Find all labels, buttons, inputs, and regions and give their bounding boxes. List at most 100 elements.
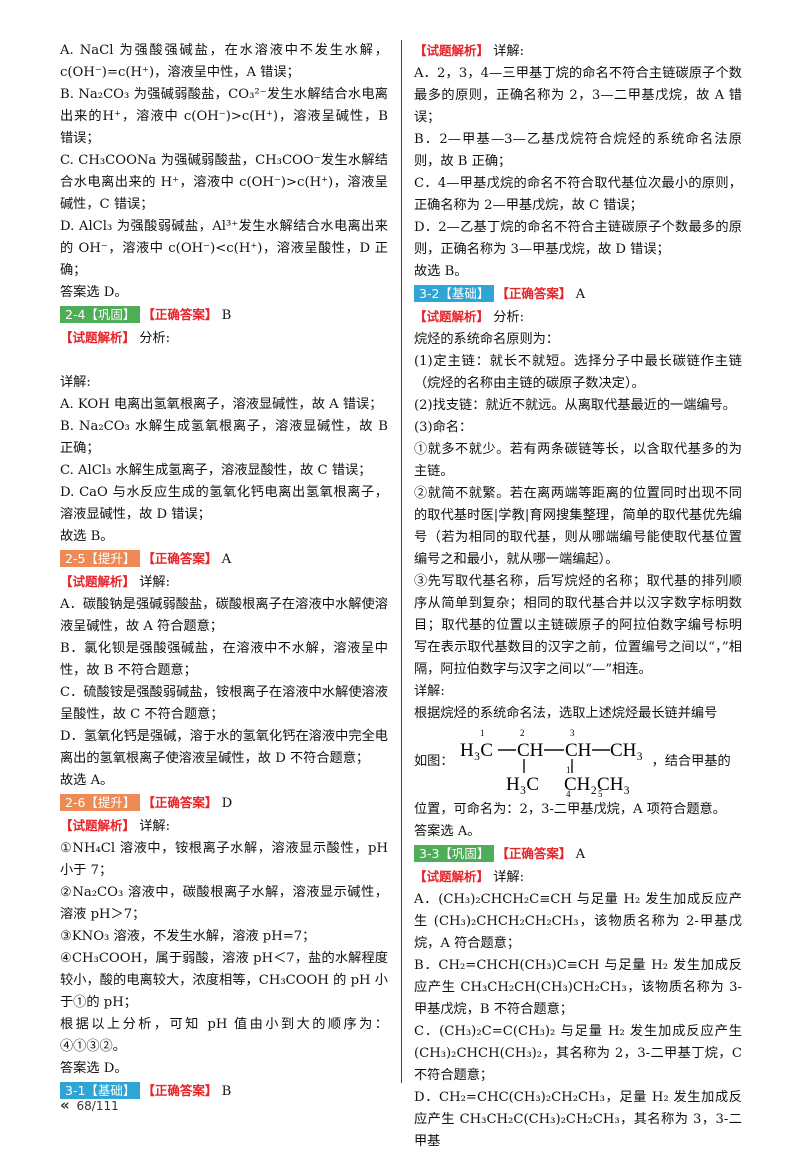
figure-suffix: ，结合甲基的 bbox=[651, 754, 731, 769]
difficulty-tag: 2-4【巩固】 bbox=[60, 306, 141, 323]
carbon-number: 5 bbox=[598, 789, 603, 799]
paragraph: 根据以上分析，可知 pH 值由小到大的顺序为：④①③②。 bbox=[60, 1017, 388, 1054]
formula-group-h3c: H₃C bbox=[506, 774, 539, 795]
analysis-line: 【试题解析】 详解: bbox=[414, 866, 742, 889]
formula-group-ch: CH bbox=[517, 740, 544, 761]
right-column: 【试题解析】 详解: A．2，3，4—三甲基丁烷的命名不符合主链碳原子个数最多的… bbox=[414, 40, 742, 1153]
answer-label: 【正确答案】 bbox=[496, 846, 572, 861]
analysis-line: 【试题解析】 详解: bbox=[414, 40, 742, 63]
analysis-label: 【试题解析】 bbox=[414, 309, 490, 324]
question-header-2-5: 2-5【提升】【正确答案】 A bbox=[60, 548, 388, 571]
formula-group-ch3: CH₃ bbox=[610, 740, 643, 761]
answer-label: 【正确答案】 bbox=[142, 307, 218, 322]
paragraph: 根据烷烃的系统命名法，选取上述烷烃最长链并编号 bbox=[414, 706, 718, 721]
answer-value: A bbox=[575, 847, 586, 862]
difficulty-tag: 2-5【提升】 bbox=[60, 550, 141, 567]
paragraph: (1)定主链：就长不就短。选择分子中最长碳链作主链（烷烃的名称由主链的碳原子数决… bbox=[414, 354, 742, 391]
paragraph: ④CH₃COOH，属于弱酸，溶液 pH＜7，盐的水解程度较小，酸的电离较大，浓度… bbox=[60, 951, 388, 1010]
page-footer: « 68/111 bbox=[60, 1096, 119, 1114]
paragraph: (2)找支链：就近不就远。从离取代基最近的一端编号。 bbox=[414, 398, 736, 413]
formula-group-ch: CH bbox=[565, 740, 592, 761]
paragraph: ②就简不就繁。若在离两端等距离的位置同时出现不同的取代基时医|学教|育网搜集整理… bbox=[414, 486, 742, 567]
analysis-line: 【试题解析】 详解: bbox=[60, 815, 388, 838]
paragraph: ③先写取代基名称，后写烷烃的名称；取代基的排列顺序从简单到复杂；相同的取代基合并… bbox=[414, 574, 742, 677]
paragraph: 烷烃的系统命名原则为： bbox=[414, 332, 560, 347]
analysis-line: 【试题解析】 详解: bbox=[60, 571, 388, 594]
paragraph: D. AlCl₃ 为强酸弱碱盐，Al³⁺发生水解结合水电离出来的 OH⁻，溶液中… bbox=[60, 219, 388, 278]
question-header-3-3: 3-3【巩固】【正确答案】 A bbox=[414, 843, 742, 866]
answer-value: D bbox=[221, 796, 233, 811]
analysis-text: 详解: bbox=[493, 44, 525, 59]
paragraph: C．(CH₃)₂C=C(CH₃)₂ 与足量 H₂ 发生加成反应产生 (CH₃)₂… bbox=[414, 1024, 742, 1083]
paragraph: ①就多不就少。若有两条碳链等长，以含取代基多的为主链。 bbox=[414, 442, 742, 479]
answer-value: A bbox=[575, 287, 586, 302]
paragraph: 答案选 A。 bbox=[414, 824, 481, 839]
paragraph: (3)命名： bbox=[414, 420, 473, 435]
formula-group-ch2ch3: CH₂CH₃ bbox=[564, 774, 630, 795]
paragraph: B．CH₂=CHCH(CH₃)C≡CH 与足量 H₂ 发生加成反应产生 CH₃C… bbox=[414, 958, 742, 1017]
paragraph: D．氢氧化钙是强碱，溶于水的氢氧化钙在溶液中完全电离出的氢氧根离子使溶液呈碱性，… bbox=[60, 729, 388, 766]
analysis-label: 【试题解析】 bbox=[60, 818, 136, 833]
paragraph: 答案选 D。 bbox=[60, 1061, 128, 1076]
difficulty-tag: 3-2【基础】 bbox=[414, 285, 495, 302]
paragraph: ①NH₄Cl 溶液中，铵根离子水解，溶液显示酸性，pH 小于 7； bbox=[60, 841, 388, 878]
paragraph: C．4—甲基戊烷的命名不符合取代基位次最小的原则，正确名称为 2—甲基戊烷，故 … bbox=[414, 176, 742, 213]
question-header-2-6: 2-6【提升】【正确答案】 D bbox=[60, 792, 388, 815]
carbon-number: 1 bbox=[480, 728, 485, 738]
answer-value: A bbox=[221, 552, 232, 567]
answer-label: 【正确答案】 bbox=[142, 1083, 218, 1098]
difficulty-tag: 2-6【提升】 bbox=[60, 794, 141, 811]
left-column: A. NaCl 为强酸强碱盐，在水溶液中不发生水解，c(OH⁻)=c(H⁺)，溶… bbox=[60, 40, 388, 1103]
paragraph: B．2—甲基—3—乙基戊烷符合烷烃的系统命名法原则，故 B 正确； bbox=[414, 132, 742, 169]
answer-label: 【正确答案】 bbox=[496, 286, 572, 301]
answer-label: 【正确答案】 bbox=[142, 551, 218, 566]
question-header-2-4: 2-4【巩固】【正确答案】 B bbox=[60, 304, 388, 327]
analysis-label: 【试题解析】 bbox=[60, 330, 136, 345]
question-header-3-1: 3-1【基础】【正确答案】 B bbox=[60, 1080, 388, 1103]
paragraph: C. CH₃COONa 为强碱弱酸盐，CH₃COO⁻发生水解结合水电离出来的 H… bbox=[60, 153, 388, 212]
column-divider bbox=[401, 40, 402, 1083]
paragraph: B. Na₂CO₃ 水解生成氢氧根离子，溶液显碱性，故 B 正确； bbox=[60, 419, 388, 456]
difficulty-tag: 3-3【巩固】 bbox=[414, 845, 495, 862]
page-number: 68/111 bbox=[76, 1099, 119, 1113]
analysis-label: 【试题解析】 bbox=[414, 43, 490, 58]
paragraph: C. AlCl₃ 水解生成氢离子，溶液显酸性，故 C 错误； bbox=[60, 463, 372, 478]
paragraph: A．(CH₃)₂CHCH₂C≡CH 与足量 H₂ 发生加成反应产生 (CH₃)₂… bbox=[414, 892, 742, 951]
paragraph: 故选 A。 bbox=[60, 773, 114, 788]
paragraph: D．CH₂=CHC(CH₃)₂CH₂CH₃，足量 H₂ 发生加成反应产生 CH₃… bbox=[414, 1090, 742, 1149]
analysis-line: 【试题解析】 分析: bbox=[414, 306, 742, 329]
carbon-number: 4 bbox=[566, 789, 571, 799]
structural-formula: 1 2 3 H₃C CH CH CH₃ 1 4 5 H₃C CH₂CH₃ bbox=[460, 728, 643, 799]
analysis-text: 详解: bbox=[139, 819, 171, 834]
paragraph: A．2，3，4—三甲基丁烷的命名不符合主链碳原子个数最多的原则，正确名称为 2，… bbox=[414, 66, 742, 125]
back-arrows-icon[interactable]: « bbox=[60, 1096, 70, 1114]
analysis-line: 【试题解析】 分析: bbox=[60, 327, 388, 350]
paragraph: B．氯化钡是强酸强碱盐，在溶液中不水解，溶液呈中性，故 B 不符合题意； bbox=[60, 641, 388, 678]
analysis-text: 分析: bbox=[139, 331, 171, 346]
paragraph: 位置，可命名为：2，3-二甲基戊烷，A 项符合题意。 bbox=[414, 802, 726, 817]
analysis-label: 【试题解析】 bbox=[60, 574, 136, 589]
paragraph: D．2—乙基丁烷的命名不符合主链碳原子个数最多的原则，正确名称为 3—甲基戊烷，… bbox=[414, 220, 742, 257]
answer-value: B bbox=[221, 1084, 232, 1099]
analysis-label: 【试题解析】 bbox=[414, 869, 490, 884]
paragraph: 故选 B。 bbox=[414, 264, 468, 279]
paragraph: A. KOH 电离出氢氧根离子，溶液显碱性，故 A 错误； bbox=[60, 397, 383, 412]
paragraph: B. Na₂CO₃ 为强碱弱酸盐，CO₃²⁻发生水解结合水电离出来的H⁺，溶液中… bbox=[60, 87, 388, 146]
paragraph: ③KNO₃ 溶液，不发生水解，溶液 pH=7； bbox=[60, 929, 316, 944]
answer-value: B bbox=[221, 308, 232, 323]
figure-prefix: 如图： bbox=[414, 754, 454, 769]
difficulty-tag: 3-1【基础】 bbox=[60, 1082, 141, 1099]
paragraph: 详解: bbox=[60, 375, 91, 390]
analysis-text: 详解: bbox=[139, 575, 171, 590]
formula-group-h3c: H₃C bbox=[460, 740, 493, 761]
paragraph: 答案选 D。 bbox=[60, 285, 128, 300]
paragraph: 详解: bbox=[414, 684, 445, 699]
carbon-number: 1 bbox=[566, 765, 571, 775]
analysis-text: 分析: bbox=[493, 310, 525, 325]
paragraph: 故选 B。 bbox=[60, 529, 114, 544]
carbon-number: 3 bbox=[570, 728, 575, 738]
paragraph: A．碳酸钠是强碱弱酸盐，碳酸根离子在溶液中水解使溶液呈碱性，故 A 符合题意； bbox=[60, 597, 388, 634]
answer-label: 【正确答案】 bbox=[142, 795, 218, 810]
paragraph: ②Na₂CO₃ 溶液中，碳酸根离子水解，溶液显示碱性，溶液 pH＞7； bbox=[60, 885, 388, 922]
paragraph: C．硫酸铵是强酸弱碱盐，铵根离子在溶液中水解使溶液呈酸性，故 C 不符合题意； bbox=[60, 685, 388, 722]
